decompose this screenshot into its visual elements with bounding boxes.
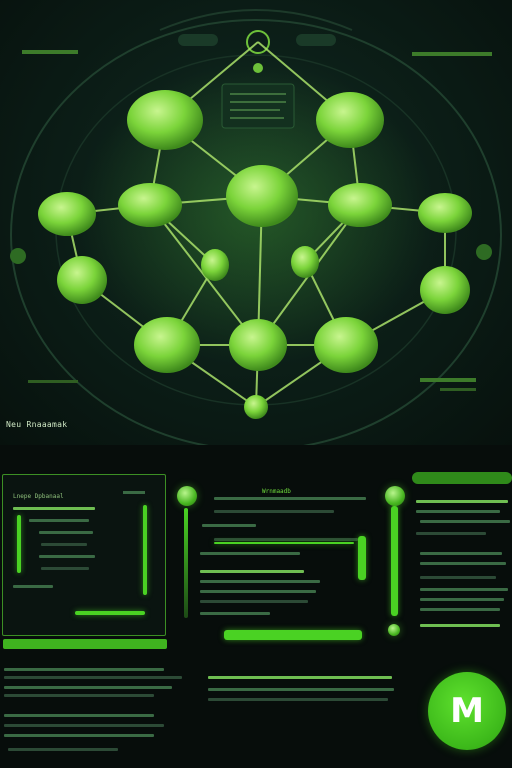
center-vertical-slider[interactable] (358, 536, 366, 580)
right-header-pill (412, 472, 512, 484)
network-graph (10, 9, 502, 445)
network-node-icon (226, 165, 298, 227)
network-node-icon (314, 317, 378, 373)
network-node-icon (420, 266, 470, 314)
network-node-icon (38, 192, 96, 236)
network-node-icon (57, 256, 107, 304)
outer-ring (10, 19, 502, 445)
network-node-icon (229, 319, 287, 371)
network-node-icon (291, 246, 319, 278)
center-info-box (221, 83, 295, 129)
left-slider-track[interactable] (17, 515, 21, 573)
top-node-icon (246, 30, 270, 54)
slider-knob-icon[interactable] (385, 486, 405, 506)
center-slider-track[interactable] (184, 508, 188, 618)
network-node-icon (328, 183, 392, 227)
left-progress (75, 611, 145, 615)
brand-letter: M (450, 691, 484, 731)
dashboard-title: Neu Rnaaamak (6, 420, 68, 429)
network-node-icon (118, 183, 182, 227)
slider-knob-icon[interactable] (177, 486, 197, 506)
right-label-line (412, 52, 492, 56)
right-slider-track[interactable] (391, 506, 398, 616)
left-label-line (22, 50, 78, 54)
network-node-icon (134, 317, 200, 373)
network-nodes (10, 63, 492, 419)
left-panel: Lnepe Dpbanaal (2, 474, 167, 649)
network-node-icon (418, 193, 472, 233)
network-node-icon (244, 395, 268, 419)
network-diagram (0, 0, 512, 445)
network-node-icon (127, 90, 203, 150)
center-panel-heading: Wrnmaadb (262, 488, 291, 495)
center-bottom-bar (224, 630, 362, 640)
top-widget-left (178, 34, 218, 46)
left-panel-bottom-bar (3, 639, 167, 649)
left-panel-heading: Lnepe Dpbanaal (13, 493, 64, 500)
logo-m-icon: M (428, 672, 506, 750)
top-widget-right (296, 34, 336, 46)
network-node-icon (201, 249, 229, 281)
network-node-icon (316, 92, 384, 148)
